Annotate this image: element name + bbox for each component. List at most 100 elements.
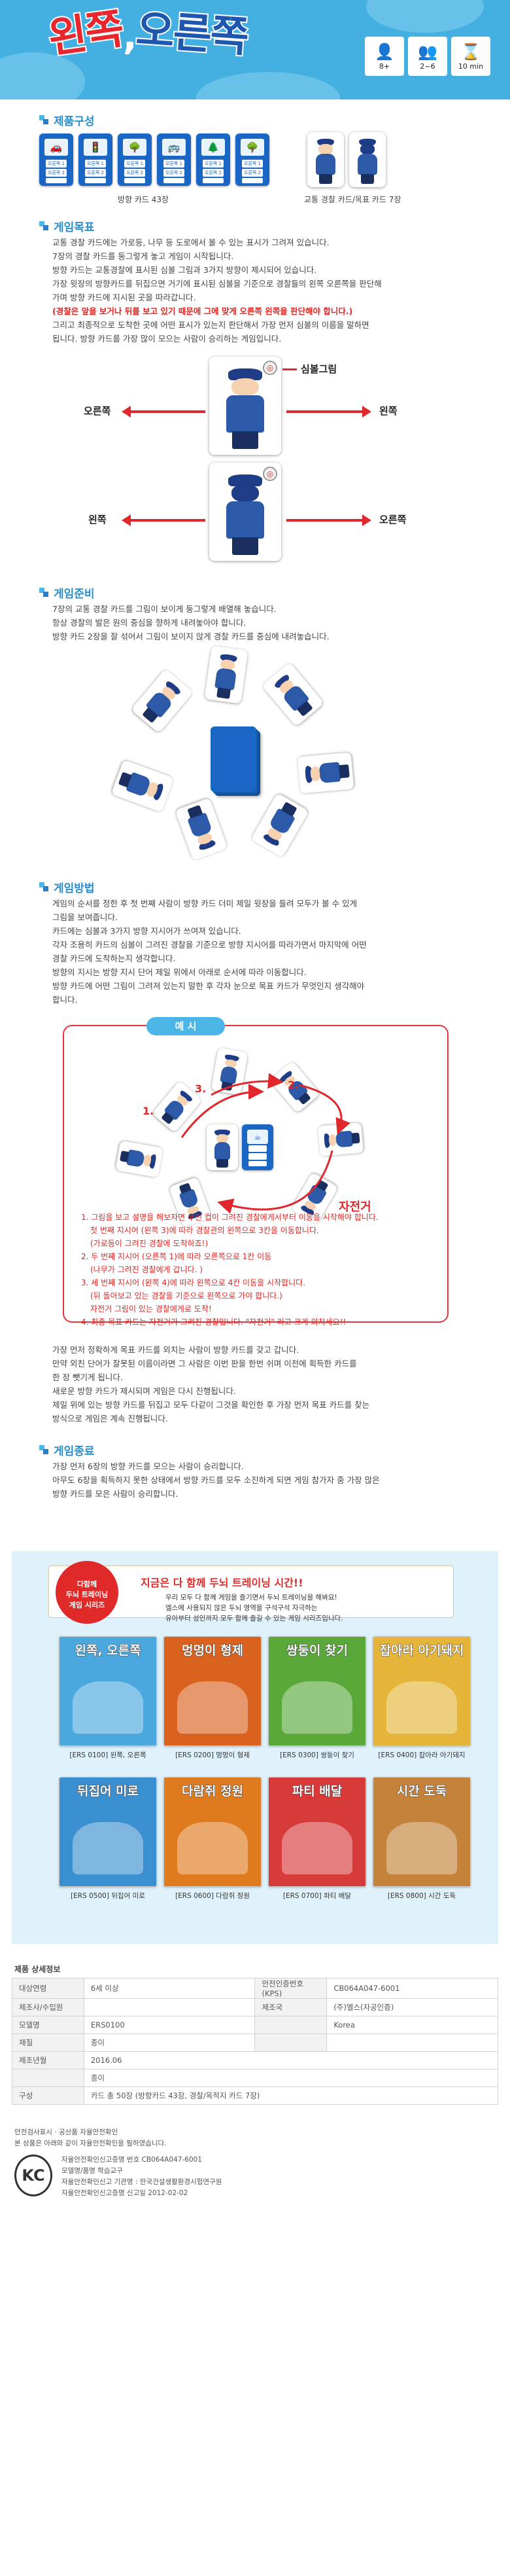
end-section: 게임종료 가장 먼저 6장의 방향 카드를 모으는 사람이 승리합니다. 아무도… xyxy=(0,1440,510,1501)
game-item[interactable]: 시간 도둑 [ERS 0800] 시간 도둑 xyxy=(373,1777,471,1901)
symbol-icon: ◎ xyxy=(263,467,277,481)
setup-title: 게임준비 xyxy=(39,582,471,602)
game-box-image: 파티 배달 xyxy=(268,1777,366,1887)
game-item[interactable]: 멍멍이 형제 [ERS 0200] 멍멍이 형제 xyxy=(163,1636,262,1760)
logo-comma: , xyxy=(122,14,137,58)
right-label-2: 오른쪽 xyxy=(379,514,407,526)
kc-mark-icon: KC xyxy=(14,2155,52,2196)
game-item[interactable]: 다람쥐 정원 [ERS 0600] 다람쥐 정원 xyxy=(163,1777,262,1901)
pine-tree-icon: 🌲 xyxy=(201,139,225,156)
game-box-image: 시간 도둑 xyxy=(373,1777,471,1887)
game-logo: 왼쪽 , 오른쪽 xyxy=(44,3,250,64)
police-card xyxy=(131,668,194,734)
car-icon: 🚗 xyxy=(44,139,68,156)
promo-title: 지금은 다 함께 두뇌 트레이닝 시간!! xyxy=(141,1577,303,1589)
goal-diagram: ◎ 심볼그림 왼쪽 오른쪽 ◎ 왼쪽 오른쪽 xyxy=(0,350,510,561)
time-icon: ⌛10 min xyxy=(451,37,490,76)
police-card-center xyxy=(207,1124,238,1170)
game-box-image: 잡아라 아기돼지 xyxy=(373,1636,471,1746)
game-item[interactable]: 쌍둥이 찾기 [ERS 0300] 쌍둥이 찾기 xyxy=(268,1636,366,1760)
police-card-back xyxy=(349,132,386,187)
right-arrow-1 xyxy=(286,406,371,418)
police-card xyxy=(204,645,248,704)
police-card xyxy=(250,793,309,858)
example-steps: 1. 그림을 보고 설명을 해보자면 우선 컵이 그려진 경찰에게서부터 이동을… xyxy=(81,1213,379,1327)
game-box-image: 쌍둥이 찾기 xyxy=(268,1636,366,1746)
step-number-1: 1. xyxy=(143,1105,154,1117)
path-arrows xyxy=(180,1073,350,1214)
destination-label: 자전거 xyxy=(339,1200,371,1214)
spec-title: 제품 상세정보 xyxy=(14,1965,61,1974)
goal-warning-text: (경찰은 앞을 보거나 뒤를 보고 있기 때문에 그에 맞게 오른쪽 왼쪽을 판… xyxy=(52,306,353,316)
right-label-1: 오른쪽 xyxy=(84,405,111,417)
police-card-back-facing: ◎ xyxy=(209,463,281,561)
setup-section: 게임준비 7장의 교통 경찰 카드를 그림이 보이게 둥그렇게 배열해 놓습니다… xyxy=(0,582,510,643)
step-number-3: 3. xyxy=(195,1082,207,1095)
play-title: 게임방법 xyxy=(39,877,471,897)
example-tab: 예 시 xyxy=(146,1017,225,1035)
bus-icon: 🚌 xyxy=(162,139,186,156)
right-arrow-2 xyxy=(286,514,371,526)
game-item[interactable]: 왼쪽, 오른쪽 [ERS 0100] 왼쪽, 오른쪽 xyxy=(59,1636,157,1760)
left-arrow-2 xyxy=(122,514,205,526)
age-icon: 👥2~6 xyxy=(408,37,447,76)
game-box-image: 뒤집어 미로 xyxy=(59,1777,157,1887)
example-area: 예 시 ☕ 1. 2. 3. xyxy=(0,1017,510,1333)
game-item[interactable]: 잡아라 아기돼지 [ERS 0400] 잡아라 아기돼지 xyxy=(373,1636,471,1760)
play-section: 게임방법 게임의 순서를 정한 후 첫 번째 사람이 방향 카드 더미 제일 윗… xyxy=(0,877,510,1007)
symbol-label: 심볼그림 xyxy=(301,363,337,375)
setup-diagram xyxy=(0,645,510,864)
table-row: 제조사/수입원 제조국(주)엘스(자공인증) xyxy=(12,1998,498,2016)
step-number-2: 2. xyxy=(288,1079,299,1091)
end-title: 게임종료 xyxy=(39,1440,471,1459)
game-box-image: 왼쪽, 오른쪽 xyxy=(59,1636,157,1746)
police-cards-caption: 교통 경찰 카드/목표 카드 7장 xyxy=(304,195,401,204)
police-card xyxy=(175,797,228,861)
traffic-light-icon: 🚦 xyxy=(84,139,107,156)
left-label-2: 왼쪽 xyxy=(88,514,107,526)
police-card xyxy=(297,752,354,794)
game-item[interactable]: 뒤집어 미로 [ERS 0500] 뒤집어 미로 xyxy=(59,1777,157,1901)
police-card-front xyxy=(307,132,344,187)
components-title: 제품구성 xyxy=(39,110,471,130)
game-box-image: 다람쥐 정원 xyxy=(163,1777,262,1887)
safety-info: 안전검사표시 · 공산품 자율안전확인 본 상품은 아래와 같이 자율안전확인을… xyxy=(14,2128,222,2197)
police-card-facing: ◎ xyxy=(209,357,281,455)
left-arrow-1 xyxy=(122,406,205,418)
tree-icon: 🌳 xyxy=(241,139,264,156)
example-box: 예 시 ☕ 1. 2. 3. xyxy=(63,1017,449,1327)
police-card xyxy=(110,759,175,813)
table-row: 종이 xyxy=(12,2069,499,2087)
direction-cards-caption: 방향 카드 43장 xyxy=(118,195,169,204)
after-example-text: 가장 먼저 정확하게 목표 카드를 외치는 사람이 방향 카드를 갖고 갑니다.… xyxy=(52,1345,370,1423)
police-card xyxy=(262,662,324,727)
logo-text-right: 오른쪽 xyxy=(133,5,250,63)
game-item[interactable]: 파티 배달 [ERS 0700] 파티 배달 xyxy=(268,1777,366,1901)
promo-subtitle: 우리 모두 다 함께 게임을 즐기면서 두뇌 트레이닝을 해봐요!엘스에 사용되… xyxy=(165,1594,343,1622)
header-banner: 왼쪽 , 오른쪽 👤8+ 👥2~6 ⌛10 min xyxy=(0,0,510,99)
goal-title: 게임목표 xyxy=(39,216,471,236)
symbol-icon: ◎ xyxy=(263,361,277,375)
direction-card-deck xyxy=(211,726,256,792)
left-label-1: 왼쪽 xyxy=(379,405,398,417)
logo-text-left: 왼쪽 xyxy=(44,3,127,64)
game-box-image: 멍멍이 형제 xyxy=(163,1636,262,1746)
game-info-icons: 👤8+ 👥2~6 ⌛10 min xyxy=(365,37,490,76)
players-icon: 👤8+ xyxy=(365,37,404,76)
direction-card-revealed: ☕ xyxy=(242,1124,273,1170)
